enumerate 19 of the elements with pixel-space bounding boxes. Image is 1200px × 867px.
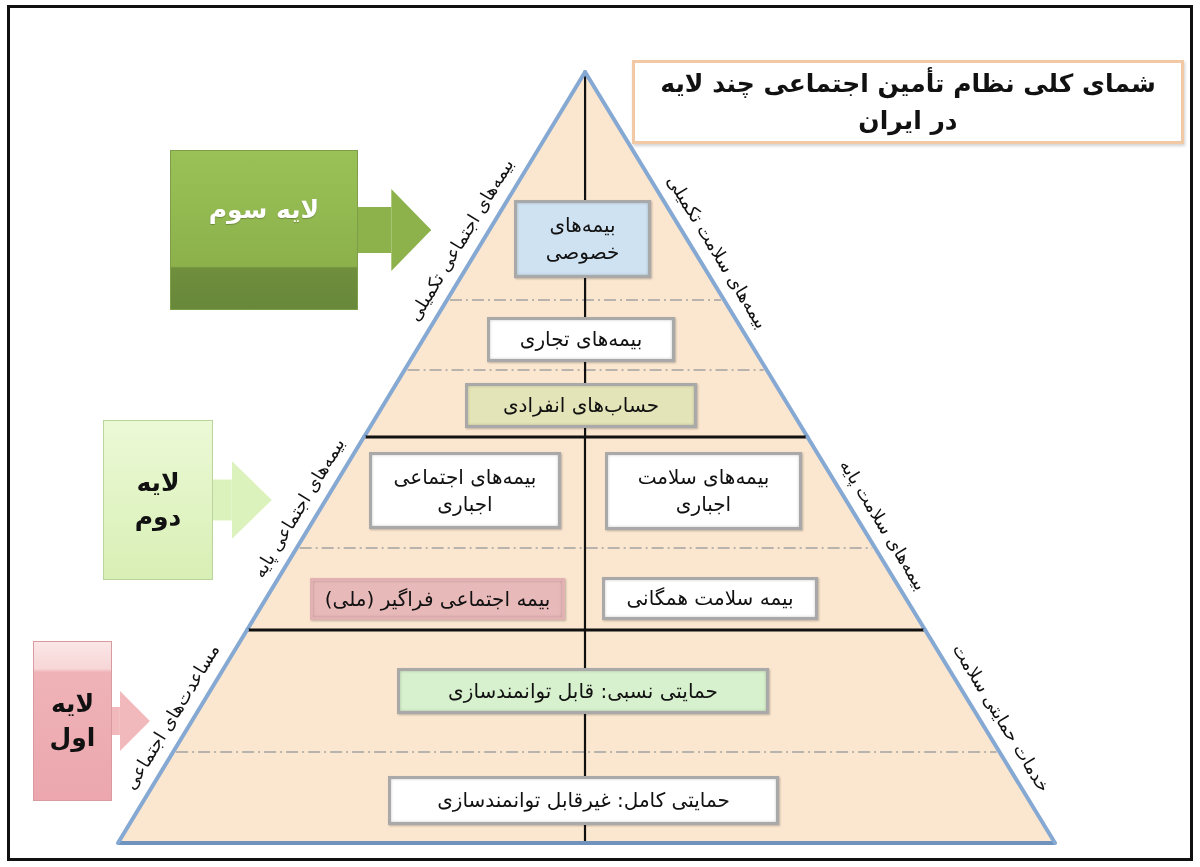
block-arrow — [213, 461, 272, 539]
block-arrow — [358, 189, 432, 271]
category-box: بیمه سلامت همگانی — [602, 577, 818, 620]
title: شمای کلی نظام تأمین اجتماعی چند لایه در ایران — [632, 60, 1184, 144]
category-box: بیمه‌های سلامت اجباری — [605, 452, 802, 530]
category-box: بیمه‌های خصوصی — [514, 200, 651, 278]
category-box: حساب‌های انفرادی — [465, 383, 697, 428]
category-box: حمایتی نسبی: قابل توانمندسازی — [397, 668, 769, 714]
category-box: بیمه‌های اجتماعی اجباری — [369, 452, 561, 529]
category-box: حمایتی کامل: غیرقابل توانمندسازی — [388, 776, 779, 825]
layer-callout: لایه اول — [33, 641, 112, 801]
block-arrow — [112, 691, 150, 751]
side-label: مساعدت‌های اجتماعی — [119, 640, 225, 795]
category-box: بیمه‌های تجاری — [487, 317, 675, 362]
side-label: بیمه‌های سلامت پایه — [835, 455, 932, 595]
layer-callout: لایه دوم — [103, 420, 213, 580]
side-label: خدمات حمایتی سلامت — [947, 639, 1055, 797]
layer-callout: لایه سوم — [170, 150, 358, 310]
category-box: بیمه اجتماعی فراگیر (ملی) — [310, 578, 565, 620]
